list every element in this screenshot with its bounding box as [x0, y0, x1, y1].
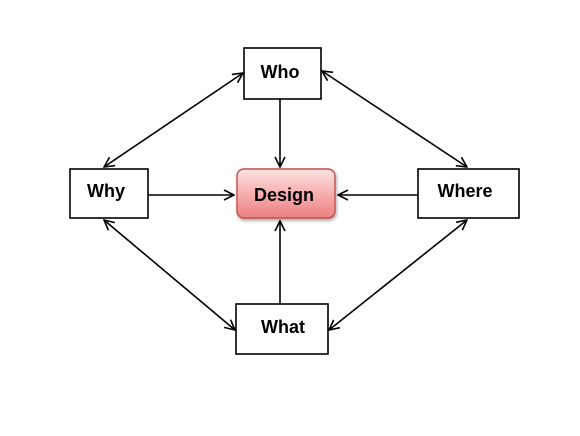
- node-what: What: [235, 303, 329, 355]
- node-who-label: Who: [261, 62, 300, 82]
- node-where: Where: [417, 168, 520, 219]
- node-why-label: Why: [87, 181, 125, 201]
- edges: [104, 71, 467, 330]
- node-why: Why: [69, 168, 149, 219]
- node-where-label: Where: [437, 181, 492, 201]
- node-what-label: What: [261, 317, 305, 337]
- node-design-label: Design: [254, 185, 314, 205]
- edge-where-what: [329, 220, 467, 330]
- edge-who-why: [104, 73, 243, 167]
- node-who: Who: [243, 47, 322, 100]
- edge-why-what: [104, 220, 235, 330]
- edge-who-where: [322, 71, 467, 167]
- node-design: Design: [236, 168, 336, 219]
